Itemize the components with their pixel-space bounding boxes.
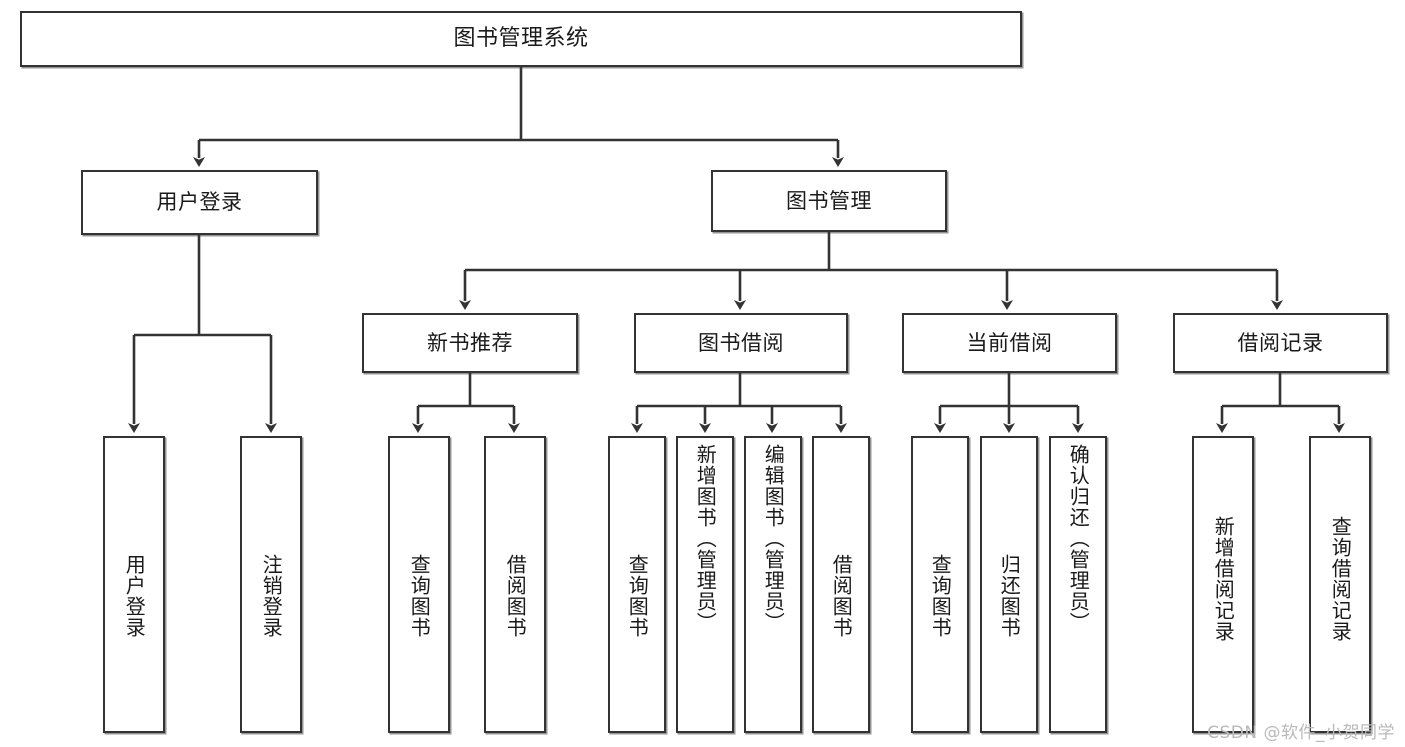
node-borrow-record-label: 借阅记录 [1237, 330, 1324, 355]
leaf-query-book-current-label: 查询图书 [928, 554, 953, 638]
leaf-query-book-borrow[interactable]: 查询图书 [608, 436, 666, 733]
node-current-borrow[interactable]: 当前借阅 [902, 313, 1117, 373]
leaf-query-book-recommend[interactable]: 查询图书 [388, 436, 450, 733]
node-book-management[interactable]: 图书管理 [711, 170, 947, 232]
leaf-return-book-label: 归还图书 [997, 554, 1022, 638]
node-borrow-record[interactable]: 借阅记录 [1173, 313, 1388, 373]
leaf-query-borrow-record[interactable]: 查询借阅记录 [1309, 436, 1371, 733]
leaf-edit-book-admin[interactable]: 编辑图书（管理员） [744, 436, 802, 733]
node-book-management-label: 图书管理 [786, 188, 872, 213]
leaf-query-book-recommend-label: 查询图书 [407, 554, 432, 638]
node-user-login[interactable]: 用户登录 [81, 170, 318, 235]
node-current-borrow-label: 当前借阅 [966, 330, 1053, 355]
leaf-user-login[interactable]: 用户登录 [103, 436, 165, 733]
leaf-edit-book-admin-label: 编辑图书（管理员） [761, 444, 786, 633]
leaf-add-borrow-record[interactable]: 新增借阅记录 [1192, 436, 1254, 733]
leaf-return-book[interactable]: 归还图书 [980, 436, 1038, 733]
node-book-borrow[interactable]: 图书借阅 [634, 313, 848, 373]
leaf-borrow-book-recommend-label: 借阅图书 [503, 554, 528, 638]
leaf-query-book-borrow-label: 查询图书 [625, 554, 650, 638]
node-book-borrow-label: 图书借阅 [698, 330, 784, 355]
leaf-add-book-admin-label: 新增图书（管理员） [693, 444, 718, 633]
watermark: CSDN @软件_小贺同学 [1207, 723, 1395, 743]
node-user-login-label: 用户登录 [156, 190, 243, 215]
leaf-add-book-admin[interactable]: 新增图书（管理员） [676, 436, 734, 733]
leaf-add-borrow-record-label: 新增借阅记录 [1211, 516, 1236, 642]
leaf-borrow-book-recommend[interactable]: 借阅图书 [484, 436, 546, 733]
leaf-logout[interactable]: 注销登录 [240, 436, 302, 733]
leaf-borrow-book[interactable]: 借阅图书 [812, 436, 870, 733]
node-new-book-recommend[interactable]: 新书推荐 [362, 313, 578, 373]
leaf-confirm-return-admin[interactable]: 确认归还（管理员） [1049, 436, 1107, 733]
node-root[interactable]: 图书管理系统 [20, 11, 1022, 67]
leaf-query-book-current[interactable]: 查询图书 [911, 436, 969, 733]
leaf-query-borrow-record-label: 查询借阅记录 [1328, 516, 1353, 642]
leaf-confirm-return-admin-label: 确认归还（管理员） [1066, 444, 1091, 633]
leaf-user-login-label: 用户登录 [122, 554, 147, 638]
node-root-label: 图书管理系统 [453, 26, 589, 52]
leaf-borrow-book-label: 借阅图书 [829, 554, 854, 638]
leaf-logout-label: 注销登录 [259, 554, 284, 638]
node-new-book-recommend-label: 新书推荐 [427, 330, 513, 355]
